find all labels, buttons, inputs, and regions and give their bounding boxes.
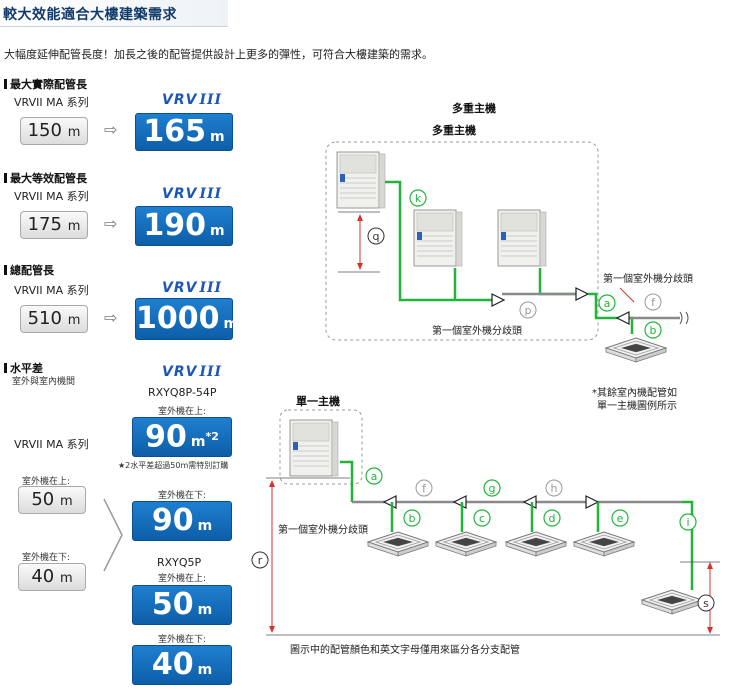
below-label: 室外機在下: (22, 553, 71, 563)
title-bar (0, 0, 228, 27)
footnote: ★2水平差超過50m需特別訂購 (118, 461, 229, 470)
svg-text:p: p (525, 304, 532, 317)
old-value-box: 50 m (18, 486, 86, 514)
svg-text:q: q (373, 230, 380, 243)
piping-diagram: 多重主機 多重主機 k q p a f b 第一個室外 (251, 101, 720, 656)
svg-text:k: k (415, 192, 422, 205)
pipe-label: k (409, 189, 427, 207)
pipe-label: f (415, 479, 433, 497)
series-label: VRVII MA 系列 (14, 438, 89, 451)
svg-text:i: i (686, 516, 689, 529)
indoor-unit (367, 531, 429, 557)
svg-text:f: f (422, 482, 427, 495)
pipe-label: i (679, 513, 697, 531)
above-label: 室外機在上: (158, 407, 207, 417)
old-value-box: 510 m (20, 305, 88, 333)
arrow-right-icon: ⇨ (104, 214, 118, 233)
arrow-right-icon: ⇨ (104, 308, 118, 327)
callout-line (619, 287, 635, 303)
pipe-label: r (251, 551, 269, 569)
svg-text:b: b (650, 324, 657, 337)
pipe-label: h (545, 479, 563, 497)
single-unit-frame (279, 409, 363, 485)
old-value-box: 40 m (18, 563, 86, 591)
pipe-label: a (598, 294, 616, 312)
multi-box-title: 多重主機 (432, 123, 476, 137)
below-label: 室外機在下: (158, 491, 207, 501)
multi-title: 多重主機 (452, 101, 496, 115)
pipe-label: a (365, 467, 383, 485)
page-title: 較大效能適合大樓建築需求 (3, 7, 177, 23)
indoor-unit (505, 531, 567, 557)
old-value-box: 175 m (20, 211, 88, 239)
above-label: 室外機在上: (158, 574, 207, 584)
svg-text:e: e (617, 512, 624, 525)
indoor-unit (573, 531, 635, 557)
indoor-unit (605, 337, 667, 363)
single-title: 單一主機 (296, 394, 340, 408)
pipe-label: f (644, 293, 662, 311)
svg-text:d: d (549, 512, 556, 525)
section-heading: 總配管長 (4, 262, 54, 278)
section-heading: 最大實際配管長 (4, 76, 87, 92)
svg-text:h: h (551, 482, 558, 495)
pipe-label: q (367, 227, 385, 245)
pipe-label: b (403, 509, 421, 527)
section-heading: 水平差 (4, 360, 43, 376)
svg-text:c: c (479, 512, 485, 525)
outdoor-unit (336, 151, 386, 209)
svg-text:r: r (258, 554, 263, 567)
pipe-label: g (483, 479, 501, 497)
pipe-label: b (644, 321, 662, 339)
note-text: *其餘室內機配管如 (592, 386, 677, 399)
section-subheading: 室外與室內機間 (12, 377, 76, 387)
intro-text: 大幅度延伸配管長度！加長之後的配管提供設計上更多的彈性，可符合大樓建築的需求。 (4, 48, 433, 61)
model-label: RXYQ8P-54P (148, 386, 217, 399)
svg-text:a: a (604, 297, 611, 310)
svg-text:f: f (651, 296, 656, 309)
svg-text:b: b (409, 512, 416, 525)
outdoor-unit (497, 209, 547, 267)
outdoor-unit (413, 209, 463, 267)
outdoor-unit (289, 419, 339, 477)
svg-text:s: s (703, 597, 709, 610)
indoor-unit (641, 589, 703, 615)
above-label: 室外機在上: (22, 477, 71, 487)
pipe-label: e (611, 509, 629, 527)
model-label: RXYQ5P (157, 556, 202, 569)
series-label: VRVII MA 系列 (14, 284, 89, 297)
pipe-label: d (543, 509, 561, 527)
old-value-box: 150 m (20, 117, 88, 145)
chevron-right-icon (103, 498, 123, 572)
arrow-right-icon: ⇨ (104, 120, 118, 139)
footer-note: 圖示中的配管顏色和英文字母僅用來區分各分支配管 (290, 643, 520, 656)
indoor-unit (435, 531, 497, 557)
series-label: VRVII MA 系列 (14, 96, 89, 109)
note-text: 單一主機圖例所示 (597, 399, 677, 412)
svg-text:g: g (489, 482, 496, 495)
multi-unit-frame (325, 141, 599, 341)
first-branch-label: 第一個室外機分歧頭 (432, 324, 522, 337)
svg-text:a: a (371, 470, 378, 483)
first-branch-label: 第一個室外機分歧頭 (278, 523, 368, 536)
pipe-label: s (697, 594, 715, 612)
section-heading: 最大等效配管長 (4, 170, 87, 186)
series-label: VRVII MA 系列 (14, 190, 89, 203)
pipe-label: p (519, 301, 537, 319)
pipe-label: c (473, 509, 491, 527)
below-label: 室外機在下: (158, 635, 207, 645)
first-branch-label: 第一個室外機分歧頭 (603, 272, 693, 285)
